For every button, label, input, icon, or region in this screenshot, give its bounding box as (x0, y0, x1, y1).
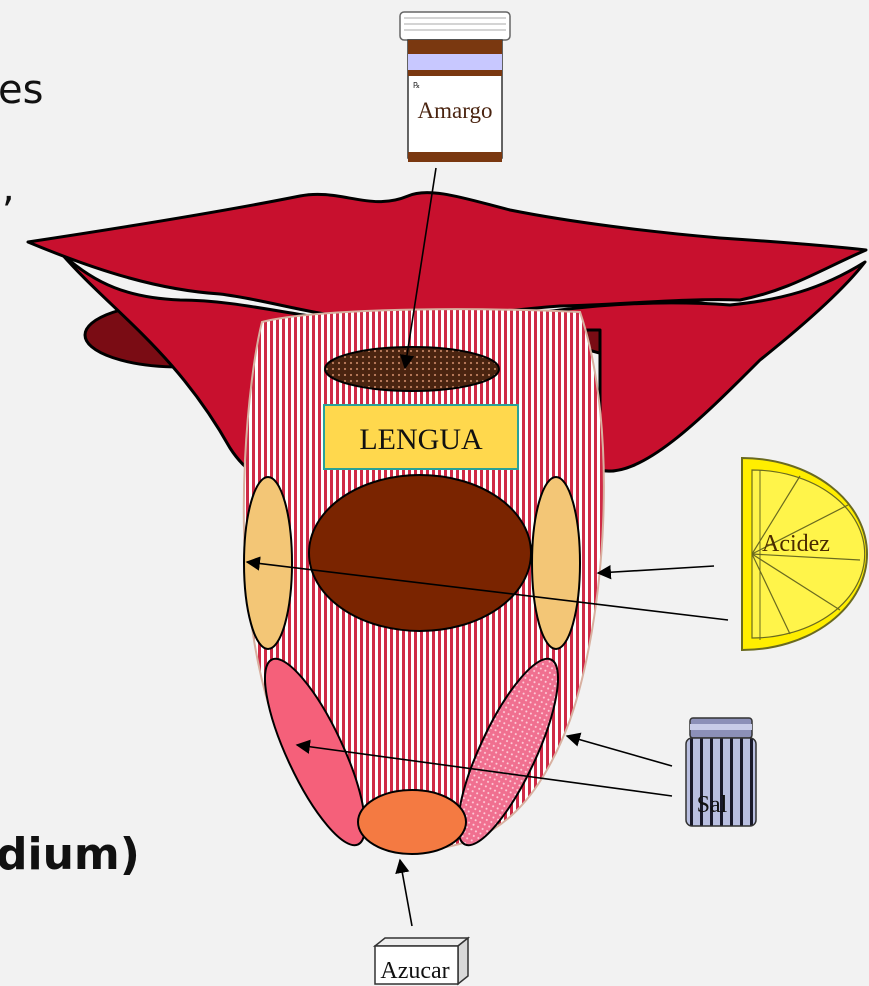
sweet-label: Azucar (380, 958, 449, 984)
bitter-zone (325, 347, 499, 391)
tongue-label-text: LENGUA (359, 423, 483, 456)
salt-label: Sal (697, 792, 728, 818)
arrow-sour-right (598, 566, 714, 573)
svg-text:℞: ℞ (413, 81, 420, 90)
central-zone (309, 475, 531, 631)
salt-shaker-icon: Sal (686, 718, 756, 826)
bitter-bottle-icon: ℞ Amargo (400, 12, 510, 162)
tongue-label: LENGUA (324, 405, 518, 469)
sweet-zone (358, 790, 466, 854)
arrow-sweet (400, 860, 412, 926)
arrow-salt-right (567, 736, 672, 766)
sour-zone-right (532, 477, 580, 649)
bitter-label: Amargo (418, 98, 493, 123)
sour-label: Acidez (762, 531, 830, 557)
lemon-icon: Acidez (742, 458, 867, 650)
sugar-cube-icon: Azucar (375, 938, 468, 984)
